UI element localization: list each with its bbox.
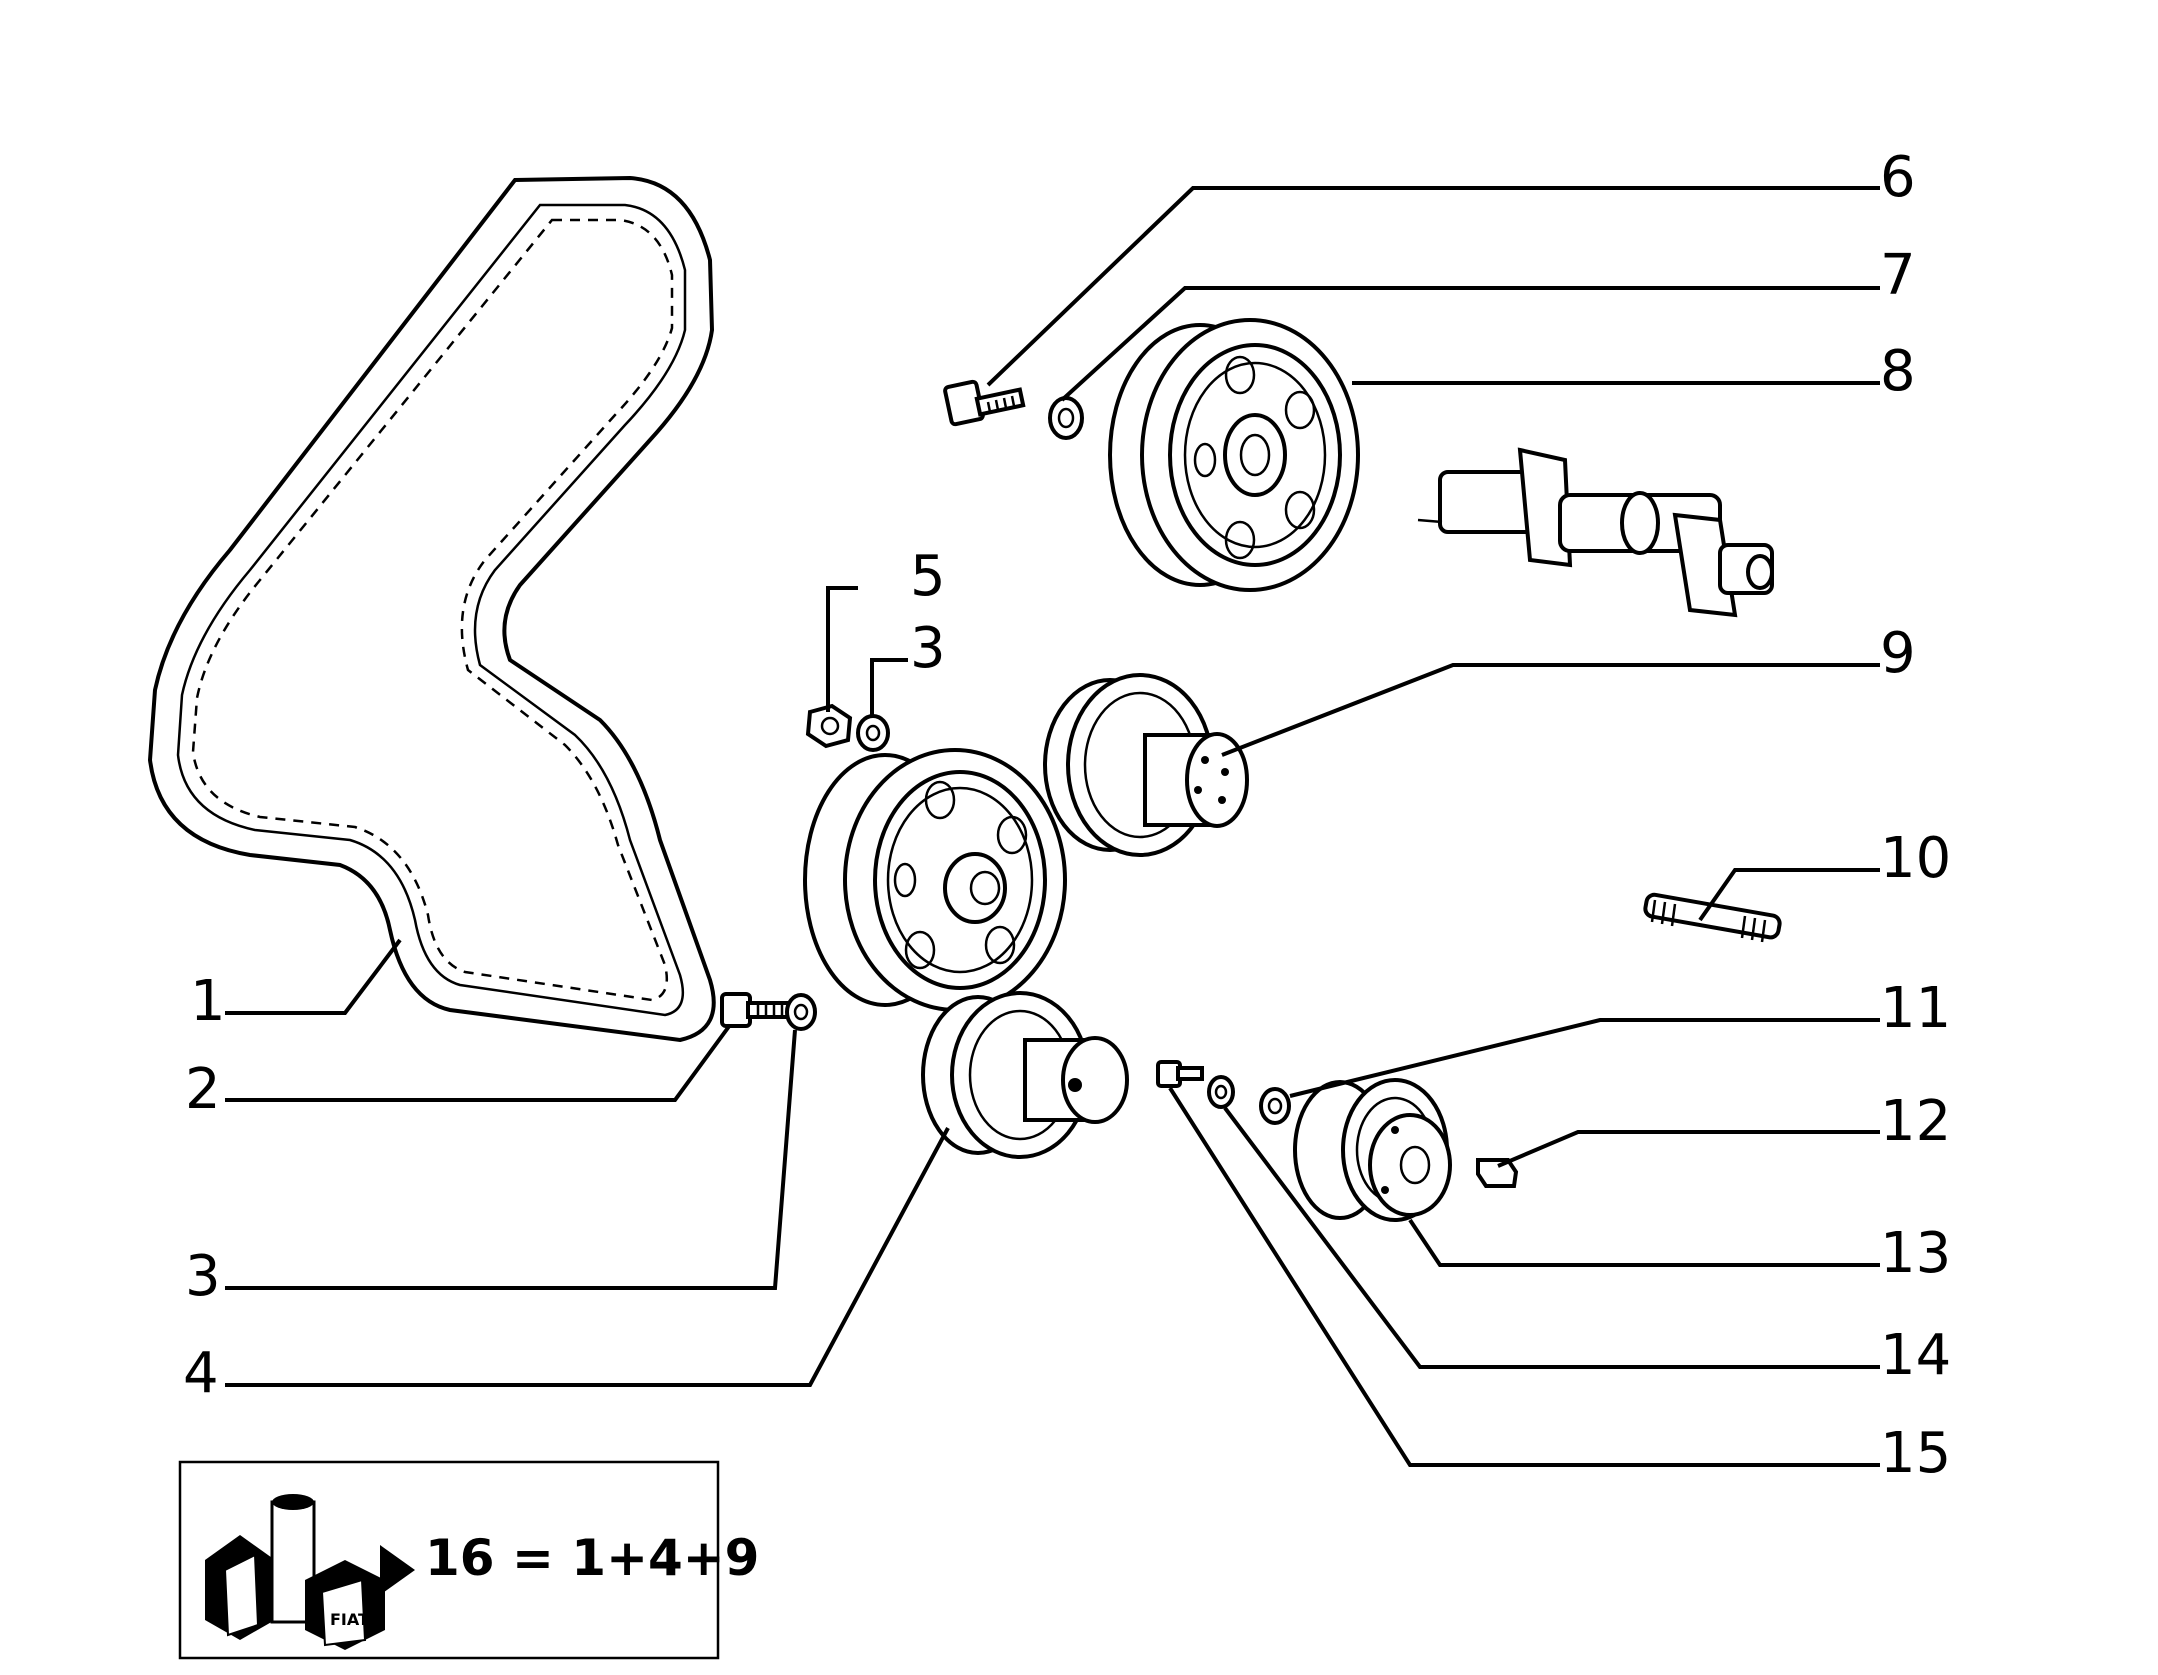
kit-box-icon: FIAT xyxy=(205,1494,415,1650)
bolt-icon xyxy=(1156,1060,1204,1088)
callout-7: 7 xyxy=(1880,243,1916,308)
kit-logo-text: FIAT xyxy=(330,1610,369,1629)
callout-8: 8 xyxy=(1880,339,1916,404)
camshaft-pulley-icon xyxy=(1108,318,1360,592)
washer-icon xyxy=(1207,1075,1235,1109)
callout-11: 11 xyxy=(1880,976,1951,1041)
callout-3-upper: 3 xyxy=(910,616,946,681)
kit-formula: 16 = 1+4+9 xyxy=(425,1529,759,1587)
crankshaft-gear-icon xyxy=(1293,1078,1452,1222)
callout-5: 5 xyxy=(910,544,946,609)
callout-10: 10 xyxy=(1880,826,1951,891)
washer-icon xyxy=(1259,1087,1291,1125)
callout-3-lower: 3 xyxy=(185,1244,221,1309)
tensioner-pulley-icon xyxy=(1043,673,1249,857)
kit-box: FIAT 16 = 1+4+9 xyxy=(178,1460,759,1660)
callout-13: 13 xyxy=(1880,1221,1951,1286)
callout-1: 1 xyxy=(190,969,226,1034)
callout-9: 9 xyxy=(1880,621,1916,686)
callout-4: 4 xyxy=(183,1341,219,1406)
stud-icon xyxy=(1643,892,1782,943)
idler-pulley-icon xyxy=(921,991,1129,1159)
bolt-icon xyxy=(720,992,798,1028)
callout-12: 12 xyxy=(1880,1089,1951,1154)
intermediate-pulley-icon xyxy=(803,748,1067,1012)
callout-6: 6 xyxy=(1880,145,1916,210)
callout-numbers: 1 2 3 4 5 3 6 7 8 9 10 11 12 13 14 15 xyxy=(183,145,1951,1486)
callout-14: 14 xyxy=(1880,1323,1951,1388)
leader-lines xyxy=(225,186,1880,1467)
callout-15: 15 xyxy=(1880,1421,1951,1486)
washer-icon xyxy=(1048,396,1084,440)
washer-icon xyxy=(785,993,817,1031)
nut-icon xyxy=(805,703,853,749)
bolt-icon xyxy=(943,379,1026,427)
washer-icon xyxy=(856,714,890,752)
timing-belt-icon xyxy=(147,175,716,1043)
key-icon xyxy=(1476,1158,1519,1188)
camshaft-icon xyxy=(1417,447,1774,618)
callout-2: 2 xyxy=(185,1057,221,1122)
